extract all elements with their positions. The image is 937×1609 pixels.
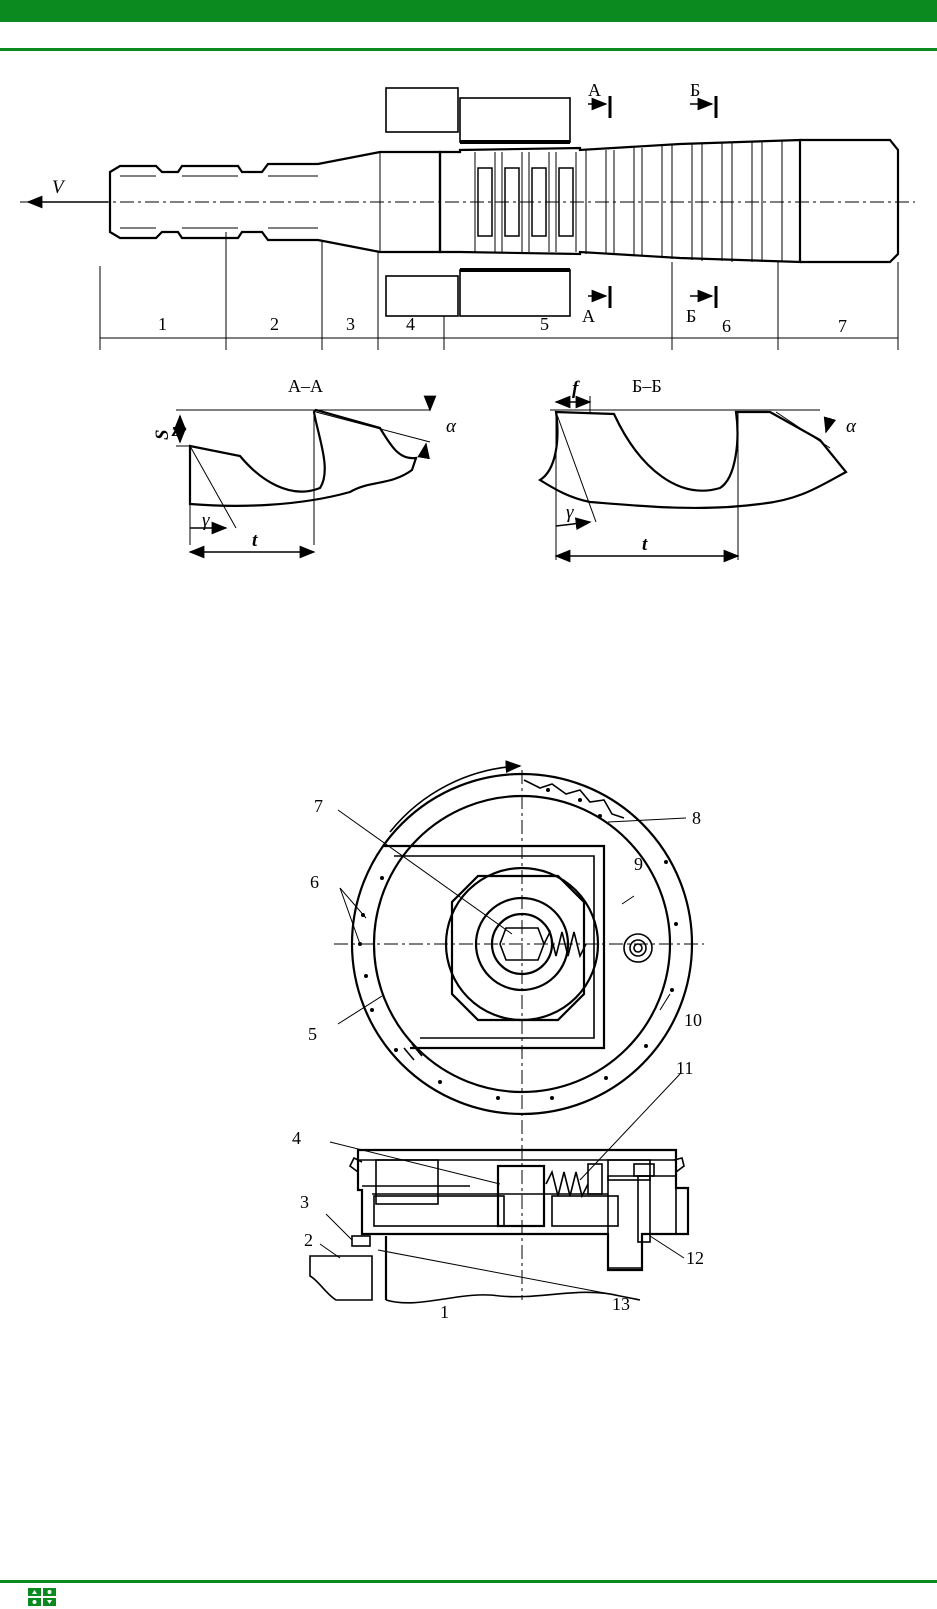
zone-label-5: 5 [540,314,549,334]
zone-dimension-line [100,232,898,350]
publisher-logo-icon [28,1588,56,1606]
section-aa-title: А–А [288,376,323,396]
zone-label-7: 7 [838,316,847,336]
alpha-bb: α [846,416,857,437]
cutting-section [440,140,800,262]
callout-11: 11 [676,1058,693,1078]
rear-pilot [800,140,898,262]
callout-7: 7 [314,796,323,816]
zone-label-1: 1 [158,314,167,334]
workpiece-top-right [460,98,570,142]
tooth-profile-aa [190,410,416,506]
workpiece-base [310,1256,372,1300]
section-bb: Б–Б f γ α t [540,376,857,560]
section-mark-b-top: Б [690,80,716,118]
alpha-aa: α [446,416,457,437]
zone-label-2: 2 [270,314,279,334]
pin-plan [624,934,652,962]
callout-2: 2 [304,1230,313,1250]
section-bb-title: Б–Б [632,376,662,396]
callout-4: 4 [292,1128,301,1148]
section-mark-b-bottom: Б [686,286,716,326]
velocity-label: V [52,177,66,198]
section-mark-a-bottom: А [582,286,610,326]
f-label: f [572,378,580,399]
zone-label-3: 3 [346,314,355,334]
section-aa: А–А S z γ α t [152,376,457,552]
spring-section [546,1172,588,1196]
svg-text:Б: Б [690,80,700,100]
svg-text:А: А [582,306,595,326]
callout-8: 8 [692,808,701,828]
svg-text:Б: Б [686,306,696,326]
rotary-head-plan-view: 7 8 9 6 10 5 [308,766,704,1300]
callout-12: 12 [686,1248,704,1268]
callout-9: 9 [634,854,643,874]
svg-text:А: А [588,80,601,100]
broach-drawing: V [20,80,915,350]
sz-subscript: z [171,420,180,441]
gamma-bb: γ [566,502,574,523]
callout-13: 13 [612,1294,630,1314]
zone-label-6: 6 [722,316,731,336]
callout-10: 10 [684,1010,702,1030]
teeth-lines [475,140,782,262]
pitch-bb: t [642,534,648,555]
footer-rule [0,1580,937,1583]
section-mark-a-top: А [588,80,610,118]
pitch-aa: t [252,530,258,551]
workpiece-bottom-right [460,270,570,316]
workpiece-top-left [386,88,458,132]
sz-label: S [152,429,173,440]
callout-6: 6 [310,872,319,892]
gamma-aa: γ [202,510,210,531]
callout-3: 3 [300,1192,309,1212]
callout-5: 5 [308,1024,317,1044]
center-pin-section [498,1166,544,1226]
callout-1: 1 [440,1302,449,1322]
zone-label-4: 4 [406,314,415,334]
workpiece-bottom-left [386,276,458,316]
